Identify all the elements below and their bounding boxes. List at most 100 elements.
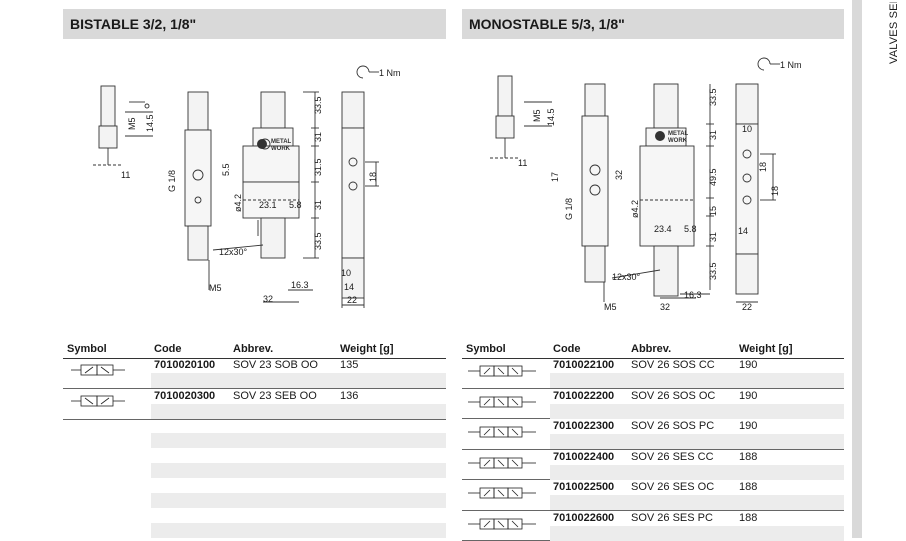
bistable-table: Symbol Code Abbrev. Weight [g] 701002010… (63, 341, 446, 421)
svg-text:16.3: 16.3 (684, 290, 702, 300)
table-row: 7010022400 SOV 26 SES CC 188 (462, 450, 844, 481)
row-code: 7010020100 (154, 359, 215, 371)
header-abbrev: Abbrev. (631, 341, 671, 358)
row-weight: 188 (739, 481, 757, 493)
valve-symbol (466, 453, 538, 475)
row-weight: 188 (739, 451, 757, 463)
row-abbrev: SOV 26 SES PC (631, 512, 713, 524)
svg-text:M5: M5 (127, 117, 137, 130)
table-row: 7010022500 SOV 26 SES OC 188 (462, 480, 844, 511)
header-symbol: Symbol (466, 341, 506, 358)
svg-text:32: 32 (614, 170, 624, 180)
svg-text:16.3: 16.3 (291, 280, 309, 290)
valve-symbol (69, 361, 127, 381)
row-abbrev: SOV 23 SOB OO (233, 359, 318, 371)
valve-symbol (466, 392, 538, 414)
svg-text:12x30°: 12x30° (612, 272, 641, 282)
svg-text:M5: M5 (209, 283, 222, 293)
svg-text:5.8: 5.8 (289, 200, 302, 210)
header-weight: Weight [g] (739, 341, 793, 358)
table-header: Symbol Code Abbrev. Weight [g] (63, 341, 446, 359)
row-weight: 190 (739, 390, 757, 402)
side-label: VALVES SER (888, 2, 900, 64)
row-code: 7010022100 (553, 359, 614, 371)
row-code: 7010022300 (553, 420, 614, 432)
table-row: 7010020100 SOV 23 SOB OO 135 (63, 358, 446, 389)
svg-text:33.5: 33.5 (313, 96, 323, 114)
header-symbol: Symbol (67, 341, 107, 358)
svg-text:18: 18 (770, 186, 780, 196)
svg-text:WORK: WORK (668, 138, 688, 144)
svg-text:10: 10 (742, 124, 752, 134)
svg-text:ø4.2: ø4.2 (233, 194, 243, 212)
svg-text:G 1/8: G 1/8 (564, 198, 574, 220)
svg-text:33.5: 33.5 (708, 88, 718, 106)
svg-text:32: 32 (660, 302, 670, 312)
svg-text:18: 18 (758, 162, 768, 172)
valve-symbol (69, 392, 127, 412)
table-row: 7010022600 SOV 26 SES PC 188 (462, 511, 844, 541)
svg-text:18: 18 (368, 172, 378, 182)
row-code: 7010020300 (154, 390, 215, 402)
row-abbrev: SOV 23 SEB OO (233, 390, 317, 402)
row-abbrev: SOV 26 SES OC (631, 481, 714, 493)
svg-text:M5: M5 (532, 109, 542, 122)
svg-text:31.5: 31.5 (313, 158, 323, 176)
valve-symbol (466, 483, 538, 505)
table-row: 7010022100 SOV 26 SOS CC 190 (462, 358, 844, 389)
svg-text:49.5: 49.5 (708, 168, 718, 186)
svg-text:17: 17 (550, 172, 560, 182)
row-weight: 190 (739, 420, 757, 432)
row-weight: 188 (739, 512, 757, 524)
section-title-bistable: BISTABLE 3/2, 1/8" (63, 9, 446, 39)
svg-text:31: 31 (708, 130, 718, 140)
svg-text:15: 15 (708, 206, 718, 216)
svg-text:33.5: 33.5 (313, 232, 323, 250)
svg-text:1 Nm: 1 Nm (379, 68, 401, 78)
svg-text:23.4: 23.4 (654, 224, 672, 234)
header-code: Code (154, 341, 182, 358)
table-row: 7010022200 SOV 26 SOS OC 190 (462, 389, 844, 420)
header-weight: Weight [g] (340, 341, 394, 358)
svg-text:1 Nm: 1 Nm (780, 60, 802, 70)
svg-text:11: 11 (518, 158, 527, 168)
table-row: 7010020300 SOV 23 SEB OO 136 (63, 389, 446, 420)
svg-text:ø4.2: ø4.2 (630, 200, 640, 218)
svg-text:METAL: METAL (271, 139, 292, 145)
row-weight: 135 (340, 359, 358, 371)
svg-text:31: 31 (708, 232, 718, 242)
row-code: 7010022400 (553, 451, 614, 463)
svg-text:G 1/8: G 1/8 (167, 170, 177, 192)
valve-symbol (466, 514, 538, 536)
svg-text:5.8: 5.8 (684, 224, 697, 234)
row-code: 7010022600 (553, 512, 614, 524)
svg-text:33.5: 33.5 (708, 262, 718, 280)
row-abbrev: SOV 26 SOS CC (631, 359, 715, 371)
svg-text:14: 14 (738, 226, 748, 236)
row-abbrev: SOV 26 SOS OC (631, 390, 715, 402)
svg-text:31: 31 (313, 132, 323, 142)
monostable-table: Symbol Code Abbrev. Weight [g] 701002210… (462, 341, 844, 538)
svg-text:M5: M5 (604, 302, 617, 312)
svg-text:14.5: 14.5 (145, 114, 155, 132)
svg-text:32: 32 (263, 294, 273, 304)
svg-text:22: 22 (347, 295, 357, 305)
svg-text:10: 10 (341, 268, 351, 278)
svg-text:12x30°: 12x30° (219, 247, 248, 257)
row-code: 7010022200 (553, 390, 614, 402)
svg-text:11: 11 (121, 170, 130, 180)
row-weight: 190 (739, 359, 757, 371)
row-code: 7010022500 (553, 481, 614, 493)
svg-text:14: 14 (344, 282, 354, 292)
header-abbrev: Abbrev. (233, 341, 273, 358)
table-header: Symbol Code Abbrev. Weight [g] (462, 341, 844, 359)
svg-text:31: 31 (313, 200, 323, 210)
row-abbrev: SOV 26 SES CC (631, 451, 714, 463)
valve-symbol (466, 361, 538, 383)
bistable-drawing: METAL WORK 1 Nm M5 14.5 11 G 1/8 5.5 ø4.… (63, 40, 446, 310)
svg-text:23.1: 23.1 (259, 200, 277, 210)
header-code: Code (553, 341, 581, 358)
section-title-monostable: MONOSTABLE 5/3, 1/8" (462, 9, 844, 39)
svg-text:WORK: WORK (271, 146, 291, 152)
